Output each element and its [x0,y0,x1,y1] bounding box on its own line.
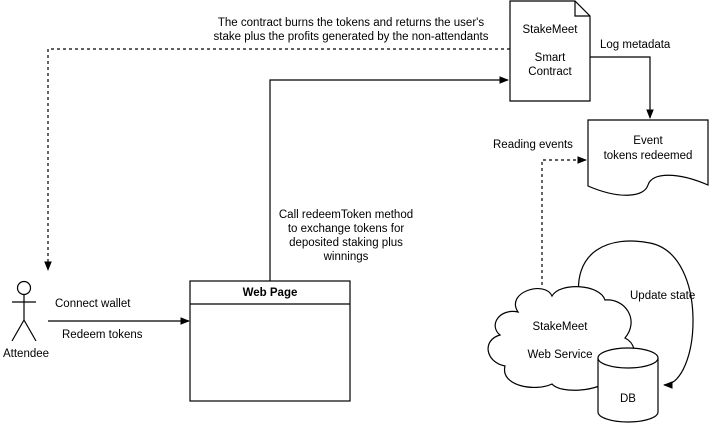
return-edge [44,48,510,271]
log-metadata-label: Log metadata [600,39,671,51]
smart-contract-document [509,0,591,102]
reading-events-label: Reading events [493,139,573,151]
contract-line2: Smart [534,52,566,64]
call-label-line2: to exchange tokens for [287,223,405,235]
contract-line3: Contract [528,66,572,78]
db-cylinder [597,347,659,423]
redeem-tokens-label: Redeem tokens [62,329,143,341]
return-label-line1: The contract burns the tokens and return… [217,17,485,29]
update-state-edge [577,240,694,389]
return-label-line2: stake plus the profits generated by the … [213,31,489,43]
db-label: DB [620,393,636,405]
log-edge [590,56,654,119]
call-edge [269,76,509,281]
event-document [587,119,709,196]
webpage-box [189,280,351,402]
contract-line1: StakeMeet [522,24,578,36]
webpage-title: Web Page [242,287,298,299]
actor-label: Attendee [3,348,50,360]
attendee-actor [11,280,37,342]
service-line1: StakeMeet [532,321,588,333]
reading-edge [541,156,587,285]
service-line2: Web Service [527,349,593,361]
update-state-label: Update state [630,290,696,302]
connect-wallet-label: Connect wallet [55,298,131,310]
call-label-line3: deposited staking plus [289,237,403,249]
event-line2: tokens redeemed [603,150,693,162]
call-label-line1: Call redeemToken method [278,209,414,221]
event-line1: Event [633,135,663,147]
call-label-line4: winnings [323,251,369,263]
